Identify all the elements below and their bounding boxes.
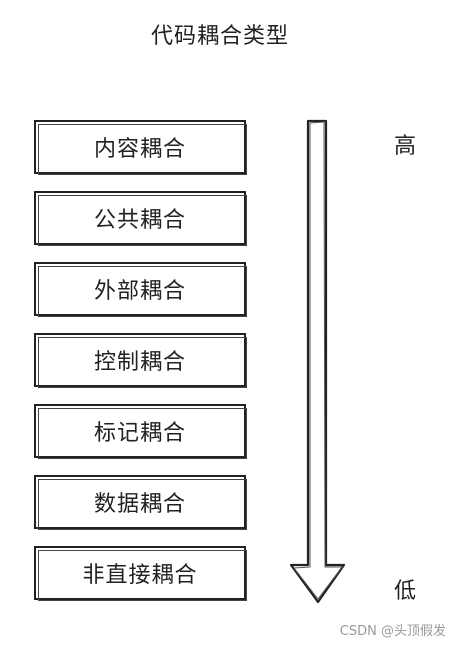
coupling-box-indirect: 非直接耦合: [34, 546, 247, 601]
scale-low-label: 低: [394, 579, 417, 604]
coupling-box-data: 数据耦合: [34, 475, 247, 530]
coupling-box-external: 外部耦合: [34, 262, 247, 317]
scale-high-label: 高: [394, 134, 417, 159]
coupling-box-control: 控制耦合: [34, 333, 247, 388]
watermark: CSDN @头顶假发: [339, 624, 446, 639]
coupling-box-stamp: 标记耦合: [34, 404, 247, 459]
down-arrow-icon: [289, 119, 346, 604]
coupling-box-content: 内容耦合: [34, 120, 247, 175]
coupling-box-common: 公共耦合: [34, 191, 247, 246]
diagram-title: 代码耦合类型: [150, 24, 289, 49]
